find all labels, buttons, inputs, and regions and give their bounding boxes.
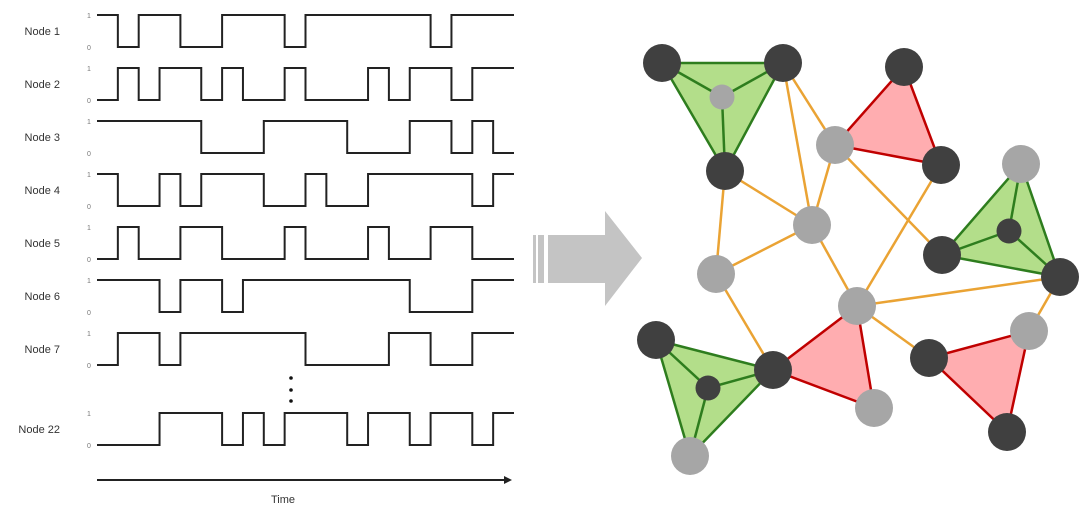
dark-graph-node [637,321,675,359]
signal-waveform [97,120,514,154]
high-tick-label: 1 [87,66,91,73]
low-tick-label: 0 [87,257,91,264]
low-tick-label: 0 [87,204,91,211]
low-tick-label: 0 [87,363,91,370]
gray-graph-node [793,206,831,244]
graph-edge [781,62,814,226]
dark-graph-node [885,48,923,86]
graph-edge [856,275,1061,308]
node-row: Node 7 1 0 [25,331,514,370]
high-tick-label: 1 [87,411,91,418]
node-label: Node 6 [25,291,60,303]
gray-graph-node [838,287,876,325]
node-row: Node 22 1 0 [18,411,514,450]
hyperedge-triangle [927,329,1031,434]
low-tick-label: 0 [87,443,91,450]
arrowhead-icon [504,476,512,484]
arrow-stripe [533,235,536,283]
high-tick-label: 1 [87,225,91,232]
node-label: Node 22 [18,424,60,436]
signal-waveform [97,226,514,260]
right-arrow-icon [548,211,642,306]
hypergraph [637,44,1079,475]
graph-edge [834,144,943,256]
low-tick-label: 0 [87,45,91,52]
node-label: Node 2 [25,79,60,91]
node-label: Node 7 [25,344,60,356]
time-axis-label: Time [271,494,295,506]
gray-graph-node [816,126,854,164]
gray-graph-node [709,84,735,110]
dark-graph-node [996,218,1022,244]
high-tick-label: 1 [87,119,91,126]
hyperedge-triangle [833,65,943,167]
time-axis: Time [97,476,512,506]
signal-waveform [97,14,514,48]
low-tick-label: 0 [87,151,91,158]
hyperedge-triangle [771,304,876,410]
high-tick-label: 1 [87,331,91,338]
low-tick-label: 0 [87,310,91,317]
dark-graph-node [695,375,721,401]
node-row: Node 5 1 0 [25,225,514,264]
node-label: Node 1 [25,26,60,38]
dark-graph-node [643,44,681,82]
high-tick-label: 1 [87,172,91,179]
dark-graph-node [754,351,792,389]
node-label: Node 4 [25,185,60,197]
gray-graph-node [855,389,893,427]
dark-graph-node [706,152,744,190]
node-row: Node 3 1 0 [25,119,514,158]
red-hyperedge [927,329,1031,434]
ellipsis-dots [289,376,293,403]
high-tick-label: 1 [87,278,91,285]
gray-graph-node [1002,145,1040,183]
dark-graph-node [764,44,802,82]
dark-graph-node [910,339,948,377]
dark-graph-node [988,413,1026,451]
signal-waveform [97,332,514,366]
signal-waveform [97,412,514,446]
gray-graph-node [697,255,735,293]
low-tick-label: 0 [87,98,91,105]
node-label: Node 3 [25,132,60,144]
node-row: Node 4 1 0 [25,172,514,211]
dark-graph-node [922,146,960,184]
node-row: Node 2 1 0 [25,66,514,105]
gray-graph-node [1010,312,1048,350]
graph-edge [855,164,943,307]
node-label: Node 5 [25,238,60,250]
signal-waveform [97,67,514,101]
arrow-stripe [538,235,544,283]
red-hyperedge [833,65,943,167]
node-row: Node 6 1 0 [25,278,514,317]
node-row: Node 1 1 0 [25,13,514,52]
signal-waveform [97,279,514,313]
dark-graph-node [923,236,961,274]
signal-waveform [97,173,514,207]
transform-arrow [533,211,642,306]
high-tick-label: 1 [87,13,91,20]
red-hyperedge [771,304,876,410]
gray-graph-node [671,437,709,475]
nodes [637,44,1079,475]
dark-graph-node [1041,258,1079,296]
